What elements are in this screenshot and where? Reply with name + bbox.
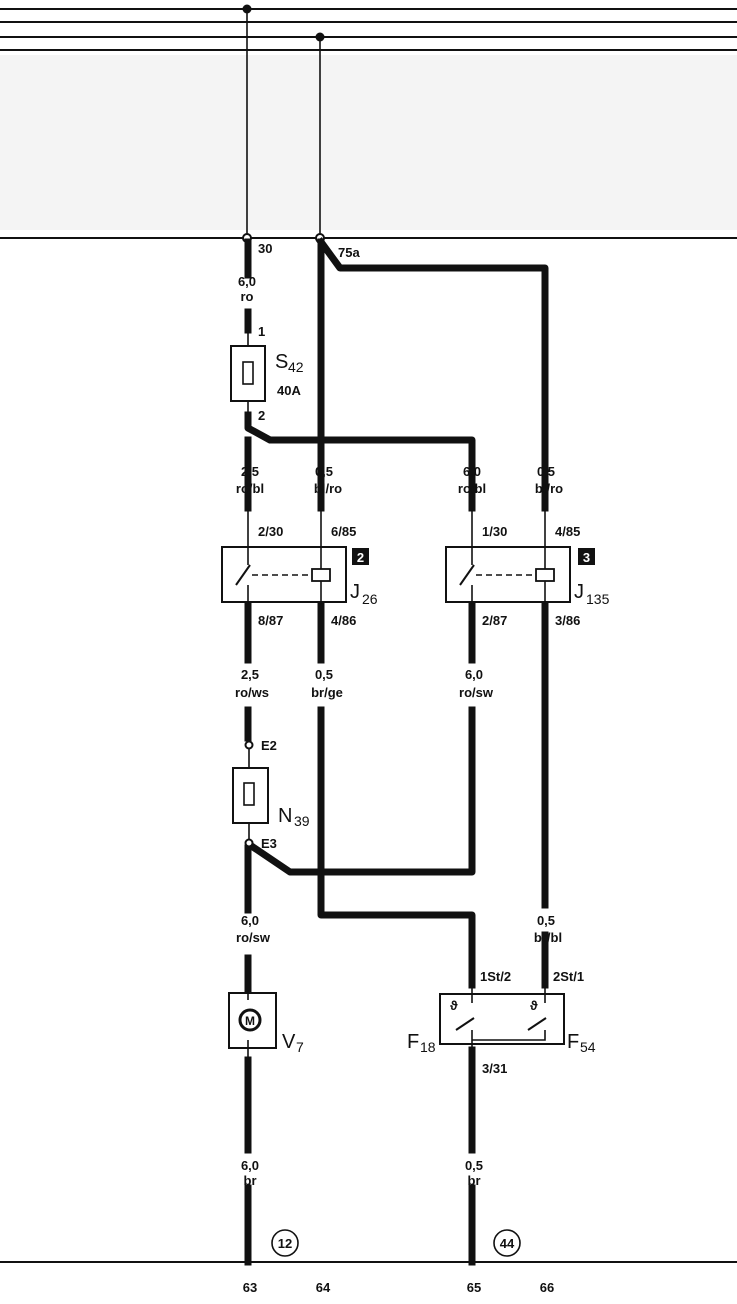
fuse-s42-sub: 42 <box>288 359 304 375</box>
motor-v7-symbol: M <box>245 1014 255 1028</box>
column-65: 65 <box>467 1280 481 1295</box>
relay-j135-pin-86: 3/86 <box>555 613 580 628</box>
ground-ref-12-text: 12 <box>278 1236 292 1251</box>
wire-f54-size: 0,5 <box>537 913 555 928</box>
relay-j135-pin-87: 2/87 <box>482 613 507 628</box>
wire-s42-out-color: ro/bl <box>236 481 264 496</box>
relay-j26-badge <box>352 548 369 565</box>
bus-drops <box>242 4 325 243</box>
wire-gnd-left-size: 6,0 <box>241 1158 259 1173</box>
resistor-n39-pin-out: E3 <box>261 836 277 851</box>
resistor-n39-sub: 39 <box>294 813 310 829</box>
wire-gnd-right-size: 0,5 <box>465 1158 483 1173</box>
relay-j135-sub: 135 <box>586 591 610 607</box>
wire-j135-87-color: ro/sw <box>459 685 494 700</box>
motor-v7-label: V <box>282 1031 296 1053</box>
relay-j26-sub: 26 <box>362 591 378 607</box>
column-63: 63 <box>243 1280 257 1295</box>
resistor-n39-pin-in: E2 <box>261 738 277 753</box>
wire-75a-size: 0,5 <box>315 464 333 479</box>
wire-75a-color: bl/ro <box>314 481 342 496</box>
relay-j135: 1/30 4/85 2/87 3/86 3 J 135 <box>445 508 610 628</box>
resistor-n39: E2 E3 N 39 <box>232 738 310 851</box>
resistor-n39-label: N <box>278 805 292 827</box>
relay-j26-pin-86: 4/86 <box>331 613 356 628</box>
thermo-symbol-f18: ϑ <box>450 998 458 1013</box>
terminal-30-label: 30 <box>258 241 272 256</box>
fuse-carrier-zone <box>0 55 737 230</box>
relay-j135-label: J <box>574 581 584 603</box>
fuse-s42-rating: 40A <box>277 383 301 398</box>
switch-f18-label: F <box>407 1031 419 1053</box>
wire-j26-87-size: 2,5 <box>241 667 259 682</box>
thick-wires <box>244 237 549 1266</box>
switch-pin-2st1: 2St/1 <box>553 969 584 984</box>
terminal-75a-label: 75a <box>338 245 360 260</box>
ground-ref-12: 12 <box>271 1229 299 1257</box>
wire-gnd-left-color: br <box>244 1173 257 1188</box>
fuse-s42-pin-in: 1 <box>258 324 265 339</box>
wire-30-size: 6,0 <box>238 274 256 289</box>
switch-pin-1st2: 1St/2 <box>480 969 511 984</box>
fuse-s42-label: S <box>275 351 288 373</box>
junction-75a-dot <box>315 32 325 42</box>
thermo-symbol-f54: ϑ <box>530 998 538 1013</box>
wire-f54-color: br/bl <box>534 930 562 945</box>
wire-30-color: ro <box>241 289 254 304</box>
wire-gnd-right-color: br <box>468 1173 481 1188</box>
relay-j135-badge-text: 3 <box>583 550 590 565</box>
motor-v7-sub: 7 <box>296 1039 304 1055</box>
fuse-s42: 1 2 S 42 40A <box>230 324 304 423</box>
top-bus-lines <box>0 8 737 239</box>
relay-j135-pin-85: 4/85 <box>555 524 580 539</box>
relay-j26-label: J <box>350 581 360 603</box>
wire-v7-color: ro/sw <box>236 930 271 945</box>
motor-v7: M V 7 <box>228 990 304 1060</box>
switch-f54-label: F <box>567 1031 579 1053</box>
wire-j26-87-color: ro/ws <box>235 685 269 700</box>
wire-j26-86-size: 0,5 <box>315 667 333 682</box>
wire-j135-87-size: 6,0 <box>465 667 483 682</box>
wire-j26-86-color: br/ge <box>311 685 343 700</box>
fuse-s42-pin-out: 2 <box>258 408 265 423</box>
relay-j26-pin-85: 6/85 <box>331 524 356 539</box>
switch-f54-sub: 54 <box>580 1039 596 1055</box>
relay-j26: 2/30 6/85 8/87 4/86 2 J 26 <box>221 508 378 628</box>
relay-j26-pin-30: 2/30 <box>258 524 283 539</box>
relay-j26-badge-text: 2 <box>357 550 364 565</box>
switch-f18-sub: 18 <box>420 1039 436 1055</box>
wire-j135-85-size: 0,5 <box>537 464 555 479</box>
column-66: 66 <box>540 1280 554 1295</box>
relay-j135-badge <box>578 548 595 565</box>
relay-j135-pin-30: 1/30 <box>482 524 507 539</box>
wire-j135-30-size: 6,0 <box>463 464 481 479</box>
wire-v7-size: 6,0 <box>241 913 259 928</box>
ground-ref-44: 44 <box>493 1229 521 1257</box>
junction-30-dot <box>242 4 252 14</box>
wire-j135-85-color: bl/ro <box>535 481 563 496</box>
column-64: 64 <box>316 1280 331 1295</box>
thermo-switches-f18-f54: ϑ ϑ 1St/2 2St/1 3/31 F 18 F 54 <box>407 969 596 1076</box>
relay-j26-pin-87: 8/87 <box>258 613 283 628</box>
switch-pin-331: 3/31 <box>482 1061 507 1076</box>
ground-ref-44-text: 44 <box>500 1236 515 1251</box>
wire-s42-out-size: 2,5 <box>241 464 259 479</box>
wire-j135-30-color: ro/bl <box>458 481 486 496</box>
